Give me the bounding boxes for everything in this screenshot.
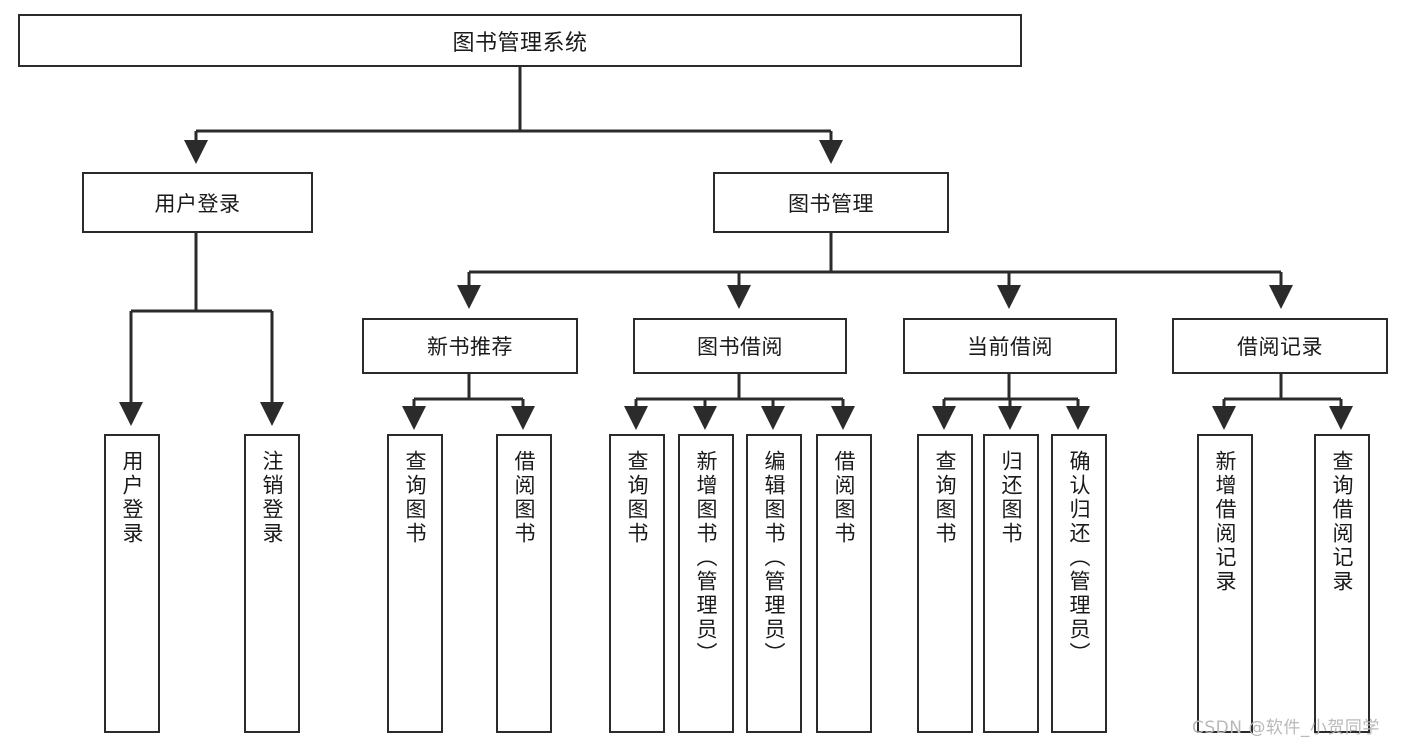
node-label: 图书管理系统	[452, 30, 588, 56]
leaf-borrow-borrow-book[interactable]: 借阅图书	[816, 434, 872, 733]
node-root-system[interactable]: 图书管理系统	[18, 14, 1022, 67]
node-label: 查询借阅记录	[1330, 450, 1355, 594]
node-label: 借阅图书	[832, 450, 857, 546]
node-label: 借阅图书	[512, 450, 537, 546]
leaf-borrow-add-book-admin[interactable]: 新增图书（管理员）	[678, 434, 734, 733]
node-label: 新增图书（管理员）	[694, 450, 719, 666]
node-book-borrow[interactable]: 图书借阅	[633, 318, 847, 374]
leaf-recommend-borrow-book[interactable]: 借阅图书	[496, 434, 552, 733]
node-label: 查询图书	[625, 450, 650, 546]
node-label: 查询图书	[403, 450, 428, 546]
node-label: 编辑图书（管理员）	[762, 450, 787, 666]
leaf-recommend-query-book[interactable]: 查询图书	[387, 434, 443, 733]
node-label: 图书借阅	[697, 335, 783, 359]
leaf-current-query-book[interactable]: 查询图书	[917, 434, 973, 733]
leaf-borrow-edit-book-admin[interactable]: 编辑图书（管理员）	[746, 434, 802, 733]
node-label: 新增借阅记录	[1213, 450, 1238, 594]
node-label: 确认归还（管理员）	[1067, 450, 1092, 666]
node-user-login[interactable]: 用户登录	[82, 172, 313, 233]
node-book-management[interactable]: 图书管理	[713, 172, 949, 233]
watermark-text: CSDN @软件_小贺同学	[1192, 718, 1380, 738]
leaf-user-login-login[interactable]: 用户登录	[104, 434, 160, 733]
leaf-record-add-record[interactable]: 新增借阅记录	[1197, 434, 1253, 733]
node-label: 归还图书	[999, 450, 1024, 546]
node-label: 用户登录	[120, 450, 145, 546]
node-label: 当前借阅	[967, 335, 1053, 359]
node-label: 图书管理	[788, 191, 874, 216]
leaf-borrow-query-book[interactable]: 查询图书	[609, 434, 665, 733]
node-new-book-recommend[interactable]: 新书推荐	[362, 318, 578, 374]
leaf-record-query-record[interactable]: 查询借阅记录	[1314, 434, 1370, 733]
node-label: 借阅记录	[1237, 335, 1323, 359]
node-label: 用户登录	[154, 191, 241, 216]
leaf-user-login-logout[interactable]: 注销登录	[244, 434, 300, 733]
node-label: 新书推荐	[427, 335, 513, 359]
node-borrow-record[interactable]: 借阅记录	[1172, 318, 1388, 374]
leaf-current-confirm-return-admin[interactable]: 确认归还（管理员）	[1051, 434, 1107, 733]
leaf-current-return-book[interactable]: 归还图书	[983, 434, 1039, 733]
node-label: 注销登录	[260, 450, 285, 546]
node-current-borrow[interactable]: 当前借阅	[903, 318, 1117, 374]
node-label: 查询图书	[933, 450, 958, 546]
